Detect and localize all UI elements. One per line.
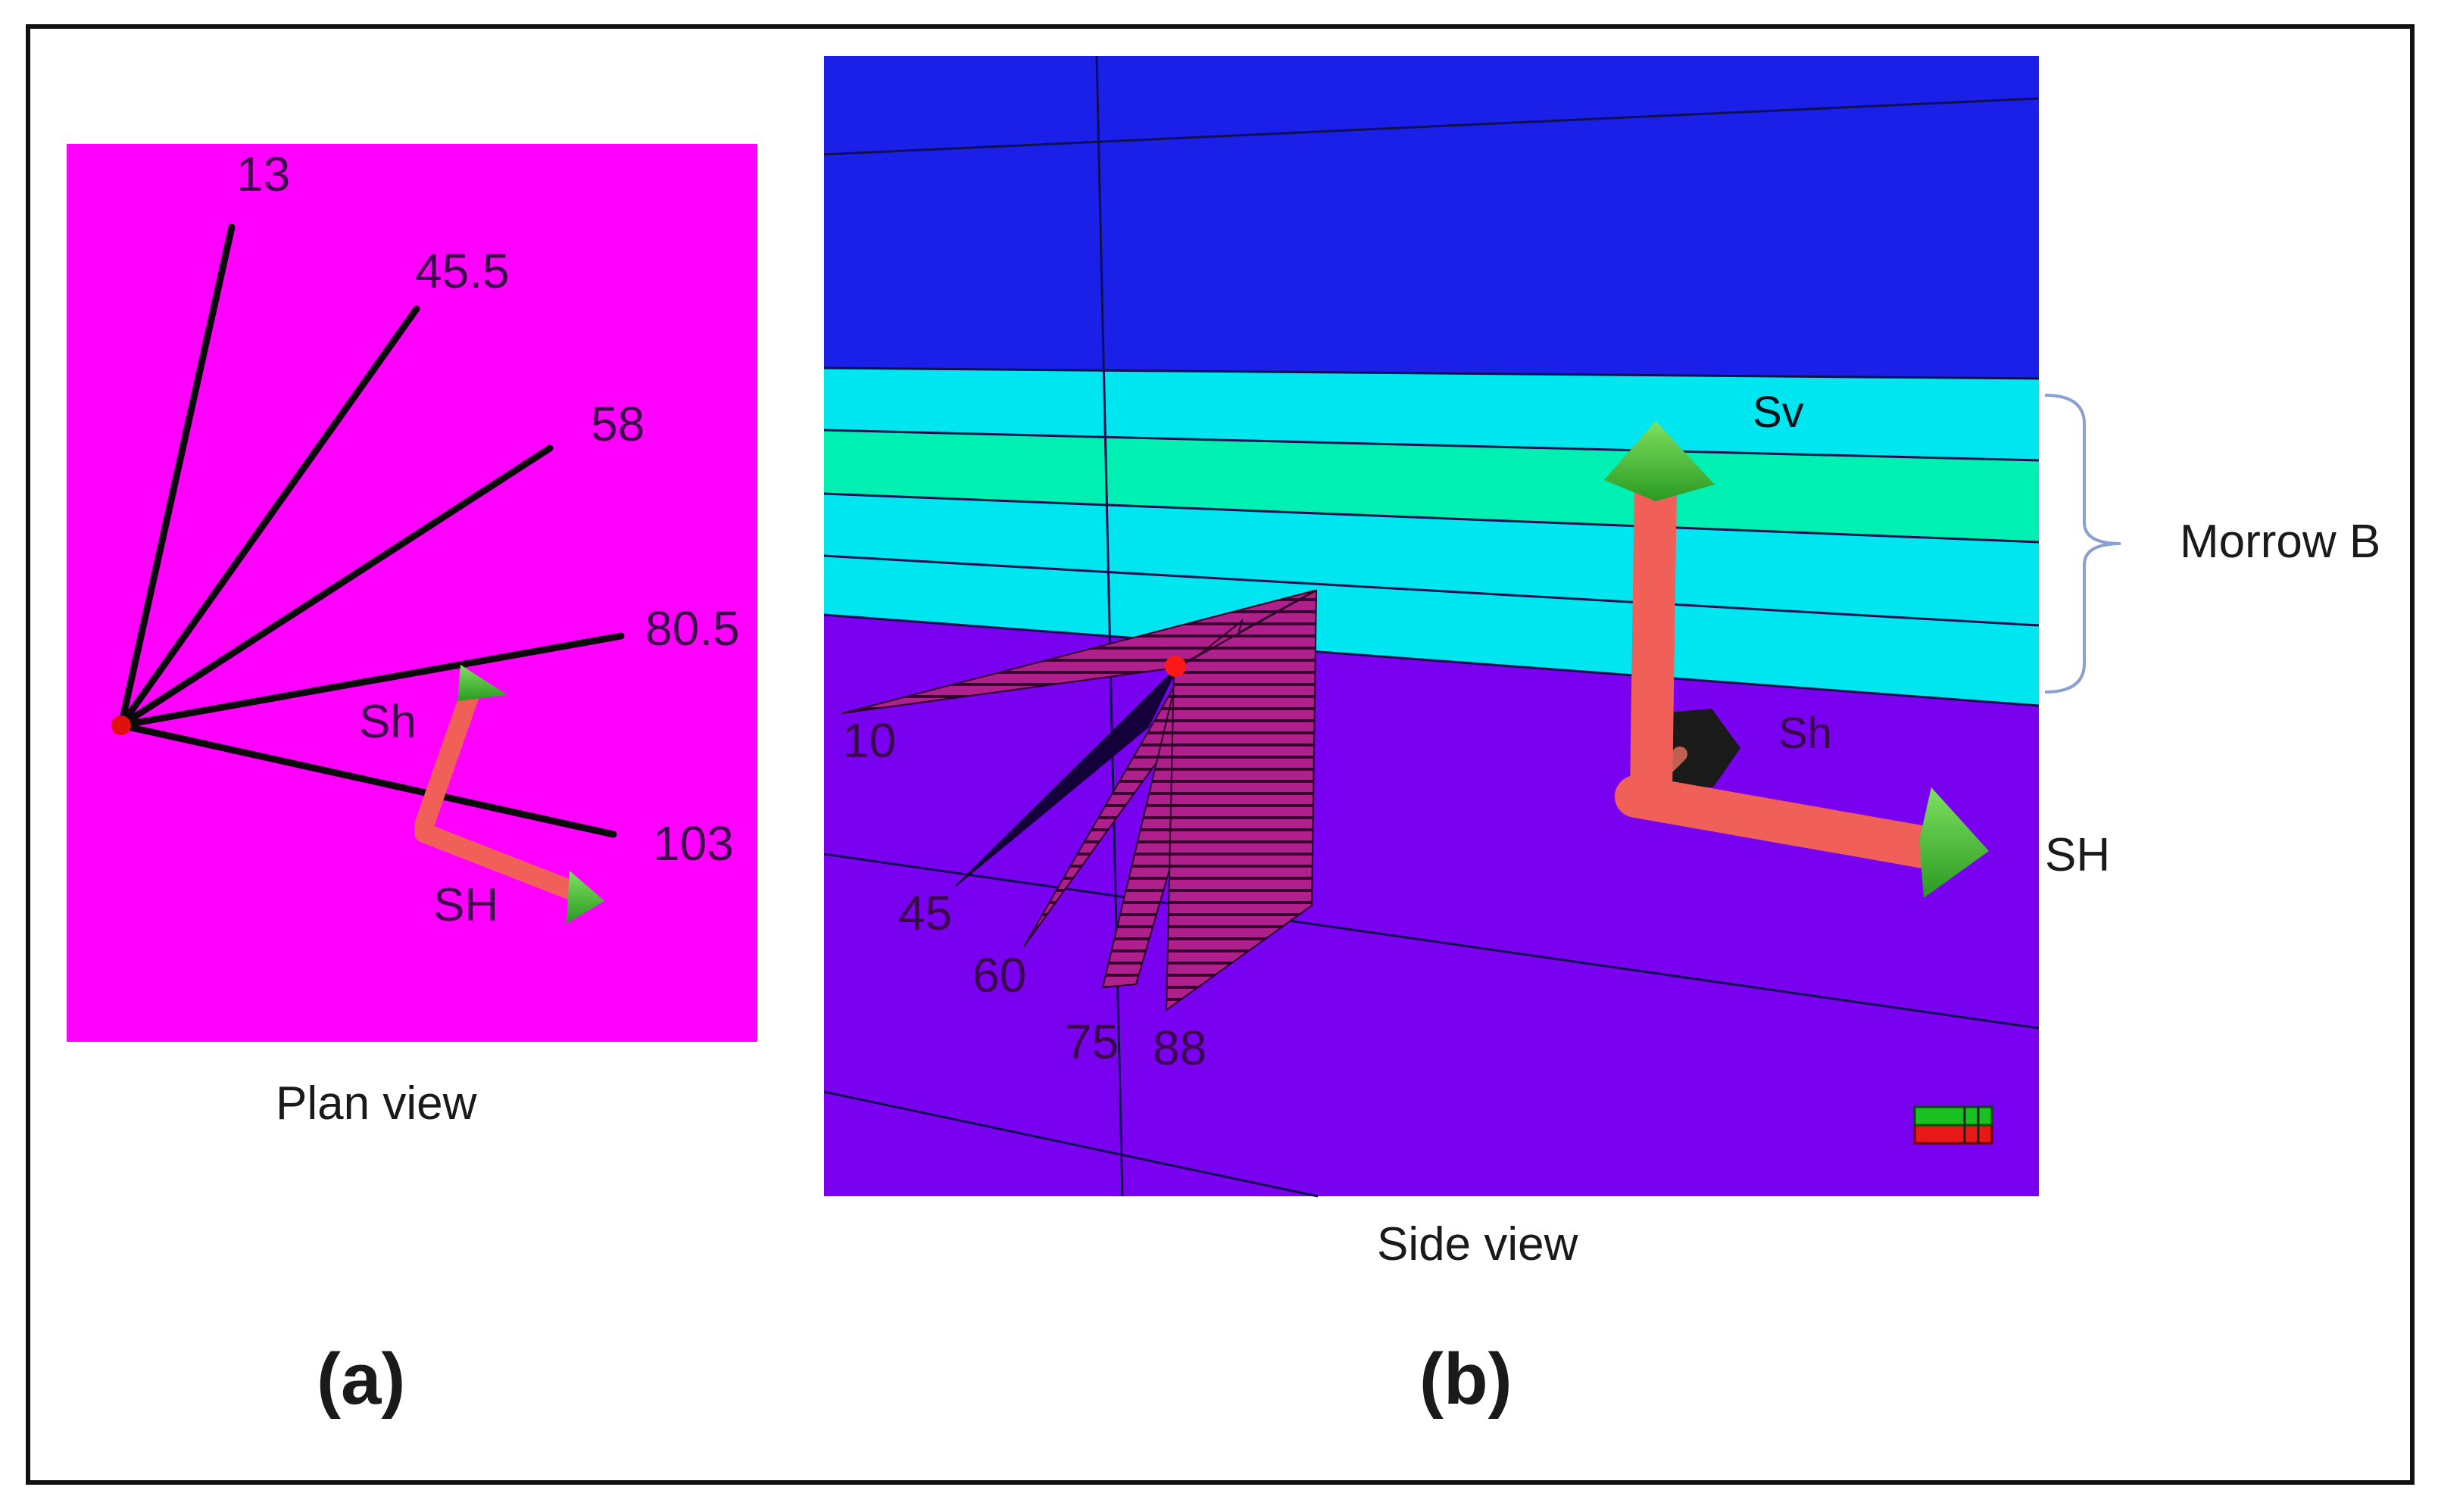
plan-view-panel: 13 45.5 58 80.5 103 Sh SH Plan view (a)	[67, 144, 757, 1420]
well-line-80-5	[117, 632, 625, 729]
fracture-label-45: 45	[898, 886, 952, 940]
plan-sh-arrow-head	[457, 665, 507, 701]
plan-sh-max-label: SH	[433, 879, 498, 931]
fracture-label-60: 60	[972, 948, 1026, 1002]
side-sh-max-label: SH	[2045, 829, 2110, 881]
plan-view-caption: Plan view	[276, 1077, 477, 1130]
well-origin-point	[111, 715, 131, 735]
side-sh-max-shaft	[1615, 775, 1959, 871]
fracture-label-88: 88	[1153, 1021, 1207, 1075]
side-sv-shaft	[1630, 460, 1677, 816]
well-line-45-5	[117, 305, 420, 729]
well-angle-label-45-5: 45.5	[415, 244, 510, 298]
well-line-58	[117, 444, 554, 729]
panel-a-letter: (a)	[317, 1339, 405, 1420]
panel-b-letter: (b)	[1419, 1339, 1512, 1420]
orientation-cube-icon	[1913, 1105, 1993, 1145]
morrow-b-bracket	[2044, 394, 2121, 694]
layer-bottom	[824, 615, 2039, 1196]
well-angle-label-58: 58	[591, 397, 645, 451]
fracture-origin-point	[1165, 656, 1186, 677]
side-sv-label: Sv	[1753, 388, 1804, 437]
plan-sh-arrow-shaft-max	[414, 823, 593, 905]
plan-view-background	[67, 144, 757, 1042]
fracture-label-10: 10	[842, 713, 896, 768]
fracture-label-75: 75	[1065, 1015, 1119, 1069]
well-angle-label-13: 13	[236, 147, 290, 201]
morrow-b-label: Morrow B	[2180, 516, 2380, 568]
side-sh-max-arrow-head	[1919, 787, 1989, 898]
well-trajectories	[117, 223, 625, 838]
side-view-panel: 10 45 60 75 88 Sv Sh SH Morrow B Side vi…	[823, 55, 2380, 1420]
side-view-caption: Side view	[1377, 1218, 1578, 1270]
well-line-13	[117, 223, 236, 729]
well-angle-label-80-5: 80.5	[645, 601, 740, 656]
fracture-plane-88	[1165, 589, 1318, 1012]
layer-green	[824, 430, 2039, 542]
well-angle-label-103: 103	[653, 816, 734, 871]
plan-sh-arrow-shaft	[414, 685, 479, 835]
layer-boundaries	[823, 55, 2040, 1198]
side-stress-arrows	[1604, 421, 1989, 898]
plan-sh-max-arrow-head	[567, 871, 604, 924]
well-line-103	[117, 722, 617, 838]
side-sv-arrow-head	[1604, 421, 1715, 501]
fracture-planes	[841, 589, 1318, 1012]
layer-top	[824, 56, 2039, 382]
fracture-plane-45	[955, 667, 1178, 887]
plan-stress-arrows	[414, 665, 604, 924]
plan-sh-min-label: Sh	[359, 696, 417, 748]
layer-cyan-lower	[824, 494, 2039, 706]
side-sh-min-label: Sh	[1778, 709, 1832, 758]
